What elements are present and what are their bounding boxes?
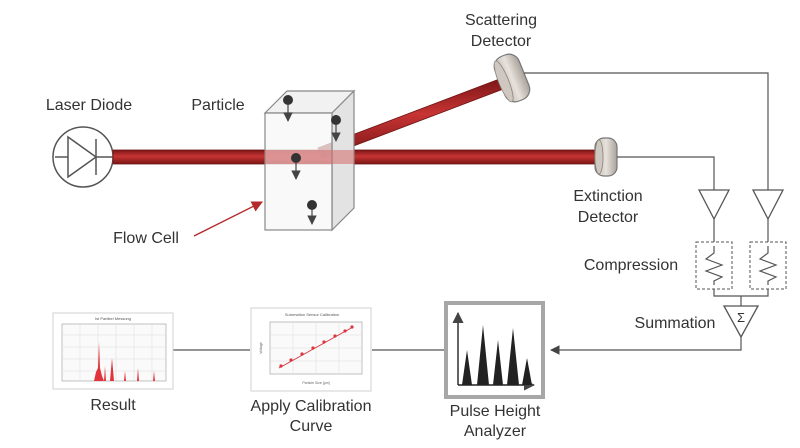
result-thumbnail: Ist Partikel Messung [52, 312, 174, 390]
result-thumb-title: Ist Partikel Messung [95, 316, 131, 321]
result-label: Result [90, 397, 136, 414]
particle-bottom [307, 200, 317, 225]
scattering-detector-label-line2: Detector [470, 33, 532, 50]
calibration-thumb-xlabel: Particle Size [μm] [302, 381, 329, 385]
calibration-thumbnail: Summation Sensor Calibration Particle Si… [250, 307, 372, 392]
laser-beam [112, 149, 602, 165]
particle-label: Particle [191, 97, 245, 114]
flow-cell-label: Flow Cell [113, 230, 179, 247]
particle-center [291, 153, 301, 180]
summation-amplifier: Σ [722, 305, 760, 339]
compression-box-right [749, 241, 787, 290]
extinction-detector [594, 137, 618, 177]
summation-label: Summation [634, 315, 716, 332]
particle-right [331, 115, 341, 142]
flow-cell-pointer [193, 201, 264, 237]
extinction-detector-label-line1: Extinction [573, 188, 643, 205]
laser-diode-symbol [52, 126, 114, 188]
signal-wiring [173, 72, 769, 355]
compression-label: Compression [583, 257, 679, 274]
amplifier-scattering [751, 189, 785, 221]
amplifier-extinction [697, 189, 731, 221]
extinction-detector-label-line2: Detector [577, 209, 639, 226]
scattering-detector-label-line1: Scattering [464, 12, 538, 29]
calibration-thumb-ylabel: Voltage [259, 342, 263, 354]
laser-diode-label: Laser Diode [45, 97, 133, 114]
apply-calibration-label-line1: Apply Calibration [250, 398, 372, 415]
summation-symbol: Σ [737, 310, 745, 325]
pulse-height-analyzer [444, 301, 545, 399]
compression-box-left [695, 241, 733, 290]
calibration-thumb-title: Summation Sensor Calibration [285, 312, 339, 317]
pulse-height-label-line2: Analyzer [463, 423, 527, 440]
particle-top [283, 95, 293, 122]
apply-calibration-label-line2: Curve [289, 418, 333, 435]
pulse-height-label-line1: Pulse Height [449, 403, 541, 420]
scattering-detector [493, 53, 531, 103]
